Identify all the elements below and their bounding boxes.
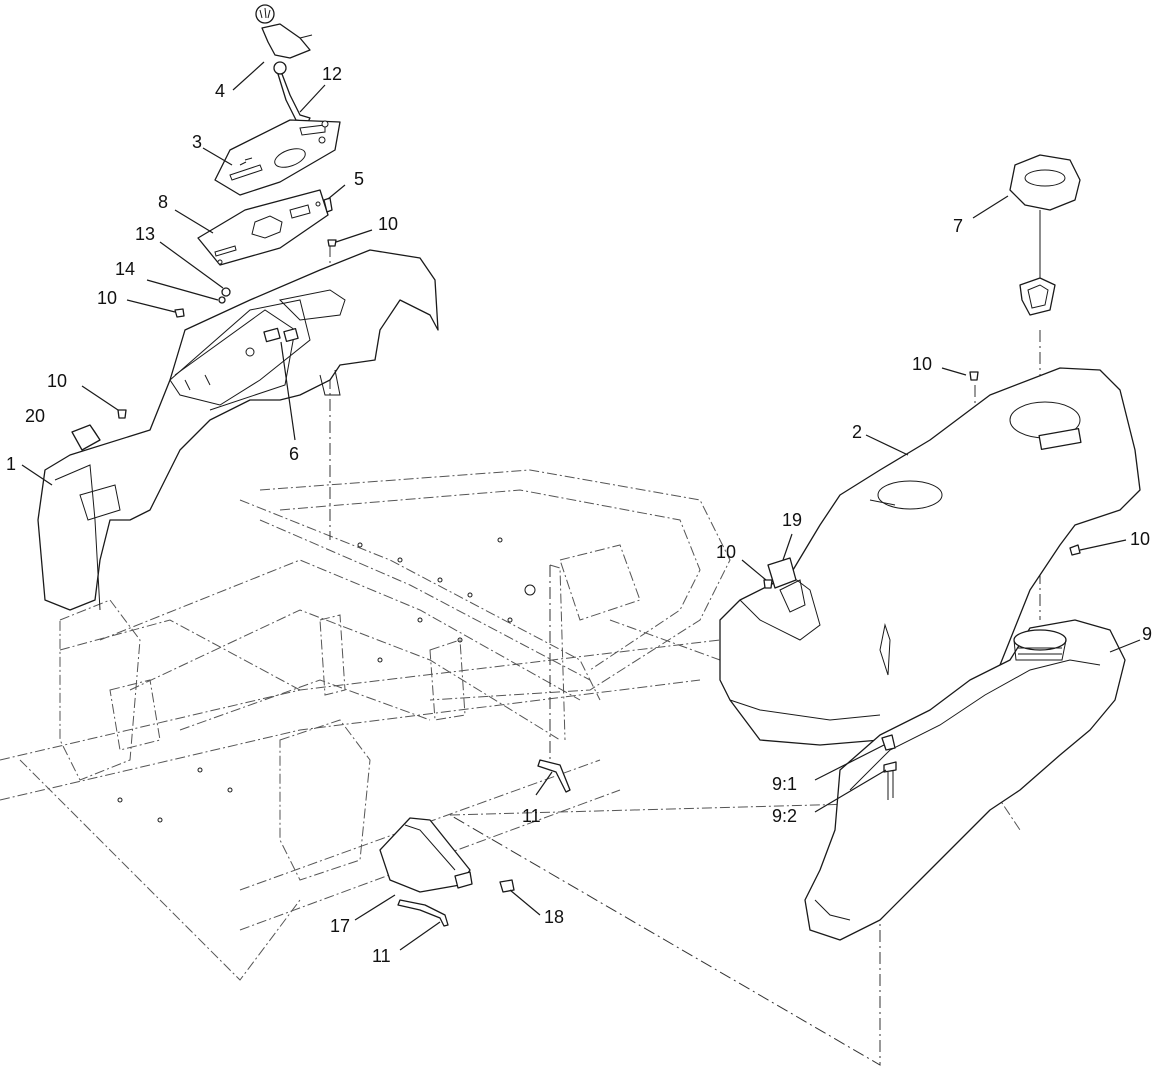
- clip-11-b: [397, 899, 449, 927]
- fender-right: [719, 367, 1141, 746]
- callout-8: 8: [158, 192, 168, 212]
- fuel-tank-9: [804, 619, 1126, 941]
- screw-10-c: [117, 409, 127, 419]
- callout-10: 10: [716, 542, 736, 562]
- callout-5: 5: [354, 169, 364, 189]
- callout-1: 1: [6, 454, 16, 474]
- screw-10-b: [174, 308, 185, 318]
- callout-7: 7: [953, 216, 963, 236]
- screw-10-f: [1069, 544, 1081, 556]
- callout-12: 12: [322, 64, 342, 84]
- decal-6: [263, 327, 299, 343]
- panel-3: [214, 119, 341, 196]
- bracket-20: [71, 424, 101, 451]
- lever-4: [255, 4, 313, 59]
- callout-9-1: 9:1: [772, 774, 797, 794]
- callout-6: 6: [289, 444, 299, 464]
- fitting-9-1: [881, 734, 896, 751]
- clip-11-a: [537, 759, 571, 793]
- leader-lines: [21, 61, 1141, 951]
- callout-10: 10: [378, 214, 398, 234]
- screw-10-d: [969, 371, 979, 381]
- chassis-frame: [0, 469, 1021, 981]
- callout-10: 10: [47, 371, 67, 391]
- callout-9: 9: [1142, 624, 1152, 644]
- callout-20: 20: [25, 406, 45, 426]
- fitting-9-2: [883, 761, 897, 800]
- rod-12: [273, 61, 311, 123]
- callout-3: 3: [192, 132, 202, 152]
- callout-14: 14: [115, 259, 135, 279]
- callout-9-2: 9:2: [772, 806, 797, 826]
- callout-18: 18: [544, 907, 564, 927]
- callout-17: 17: [330, 916, 350, 936]
- callout-10: 10: [1130, 529, 1150, 549]
- centerline-tank-frame: [449, 814, 881, 1066]
- screw-10-e: [763, 579, 773, 589]
- nut-14: [218, 296, 226, 304]
- panel-8: [197, 189, 329, 266]
- callout-13: 13: [135, 224, 155, 244]
- washer-13: [221, 287, 231, 297]
- callout-10: 10: [912, 354, 932, 374]
- fuel-cap-7: [1009, 154, 1081, 316]
- callout-11: 11: [372, 946, 391, 966]
- screw-10-a: [327, 239, 337, 247]
- callout-labels: 4 12 3 5 8 10 13 14 10 10 20 1 6 7 10 2 …: [6, 64, 1152, 966]
- clip-19: [767, 557, 797, 589]
- callout-4: 4: [215, 81, 225, 101]
- bracket-17: [379, 817, 473, 893]
- callout-11: 11: [522, 806, 541, 826]
- screw-18: [499, 879, 515, 893]
- callout-19: 19: [782, 510, 802, 530]
- callout-10: 10: [97, 288, 117, 308]
- callout-2: 2: [852, 422, 862, 442]
